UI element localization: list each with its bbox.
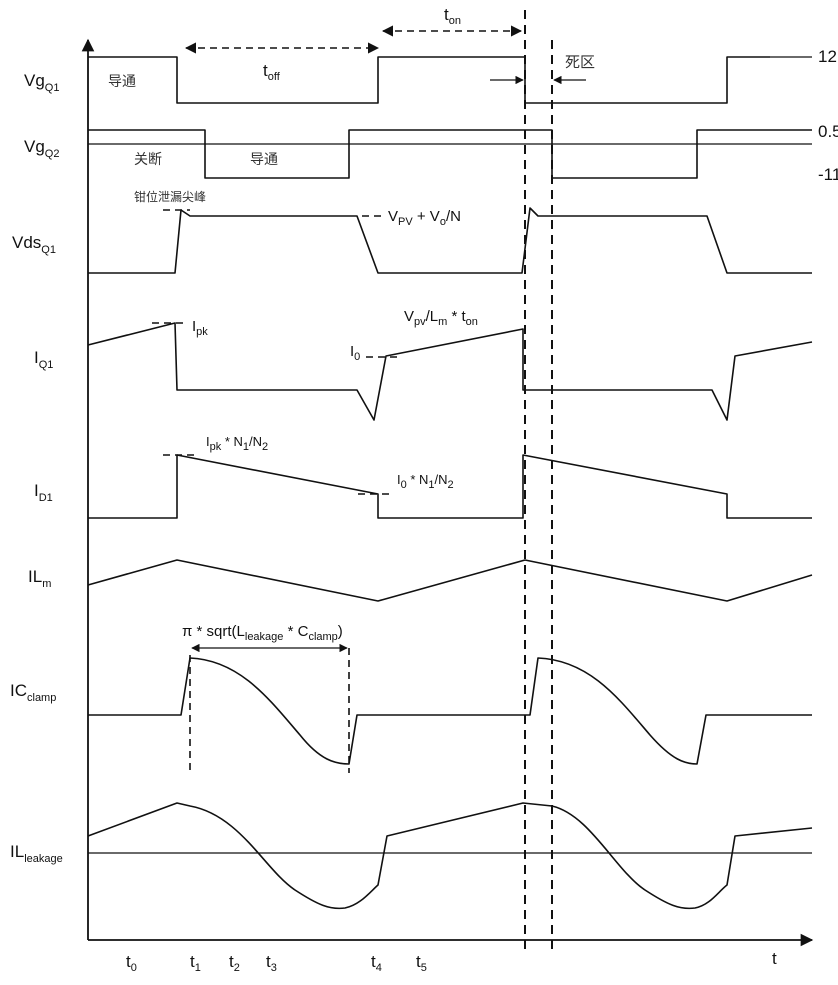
- waveform-il-leakage: [87, 802, 813, 910]
- annotation-vds-level: VPV + Vo/N: [388, 208, 461, 228]
- label-i-q1: IQ1: [34, 348, 53, 371]
- waveform-vds-q1: [88, 207, 812, 274]
- waveform-i-q1: [87, 322, 813, 421]
- annotation-resonance: π * sqrt(Lleakage * Cclamp): [182, 623, 343, 643]
- tick-t4: t4: [371, 952, 382, 974]
- text-dead-zone: 死区: [565, 53, 595, 71]
- level-low: -11: [818, 165, 838, 184]
- label-vds-q1: VdsQ1: [12, 233, 56, 256]
- tick-t5: t5: [416, 952, 427, 974]
- tick-t0: t0: [126, 952, 137, 974]
- waveform-vg-q1: [88, 56, 770, 104]
- level-mid: 0.5: [818, 122, 838, 141]
- text-q2-off: 关断: [134, 152, 162, 168]
- tick-t1: t1: [190, 952, 201, 974]
- annotation-ipk-ratio: Ipk * N1/N2: [206, 434, 268, 453]
- annotation-i0: I0: [350, 343, 360, 363]
- waveform-vg-q2: [88, 129, 812, 179]
- text-q1-conduct: 导通: [108, 74, 136, 90]
- label-il-leakage: ILleakage: [10, 842, 63, 865]
- waveform-i-d1: [88, 454, 812, 519]
- label-ic-clamp: ICclamp: [10, 681, 56, 704]
- label-t-on: ton: [444, 5, 461, 27]
- text-q2-conduct: 导通: [250, 152, 278, 168]
- tick-t3: t3: [266, 952, 277, 974]
- label-t-off: toff: [263, 61, 281, 83]
- label-i-d1: ID1: [34, 481, 53, 504]
- waveform-il-m: [87, 559, 813, 602]
- level-high: 12: [818, 47, 837, 66]
- label-il-m: ILm: [28, 567, 51, 590]
- annotation-ipk: Ipk: [192, 318, 208, 338]
- annotation-slope: Vpv/Lm * ton: [404, 308, 478, 328]
- text-clamp-spike: 钳位泄漏尖峰: [134, 189, 206, 204]
- tick-t2: t2: [229, 952, 240, 974]
- label-vg-q1: VgQ1: [24, 71, 59, 94]
- waveform-ic-clamp: [88, 657, 812, 765]
- label-vg-q2: VgQ2: [24, 137, 59, 160]
- time-axis-label: t: [772, 949, 777, 968]
- annotation-i0-ratio: I0 * N1/N2: [397, 472, 454, 491]
